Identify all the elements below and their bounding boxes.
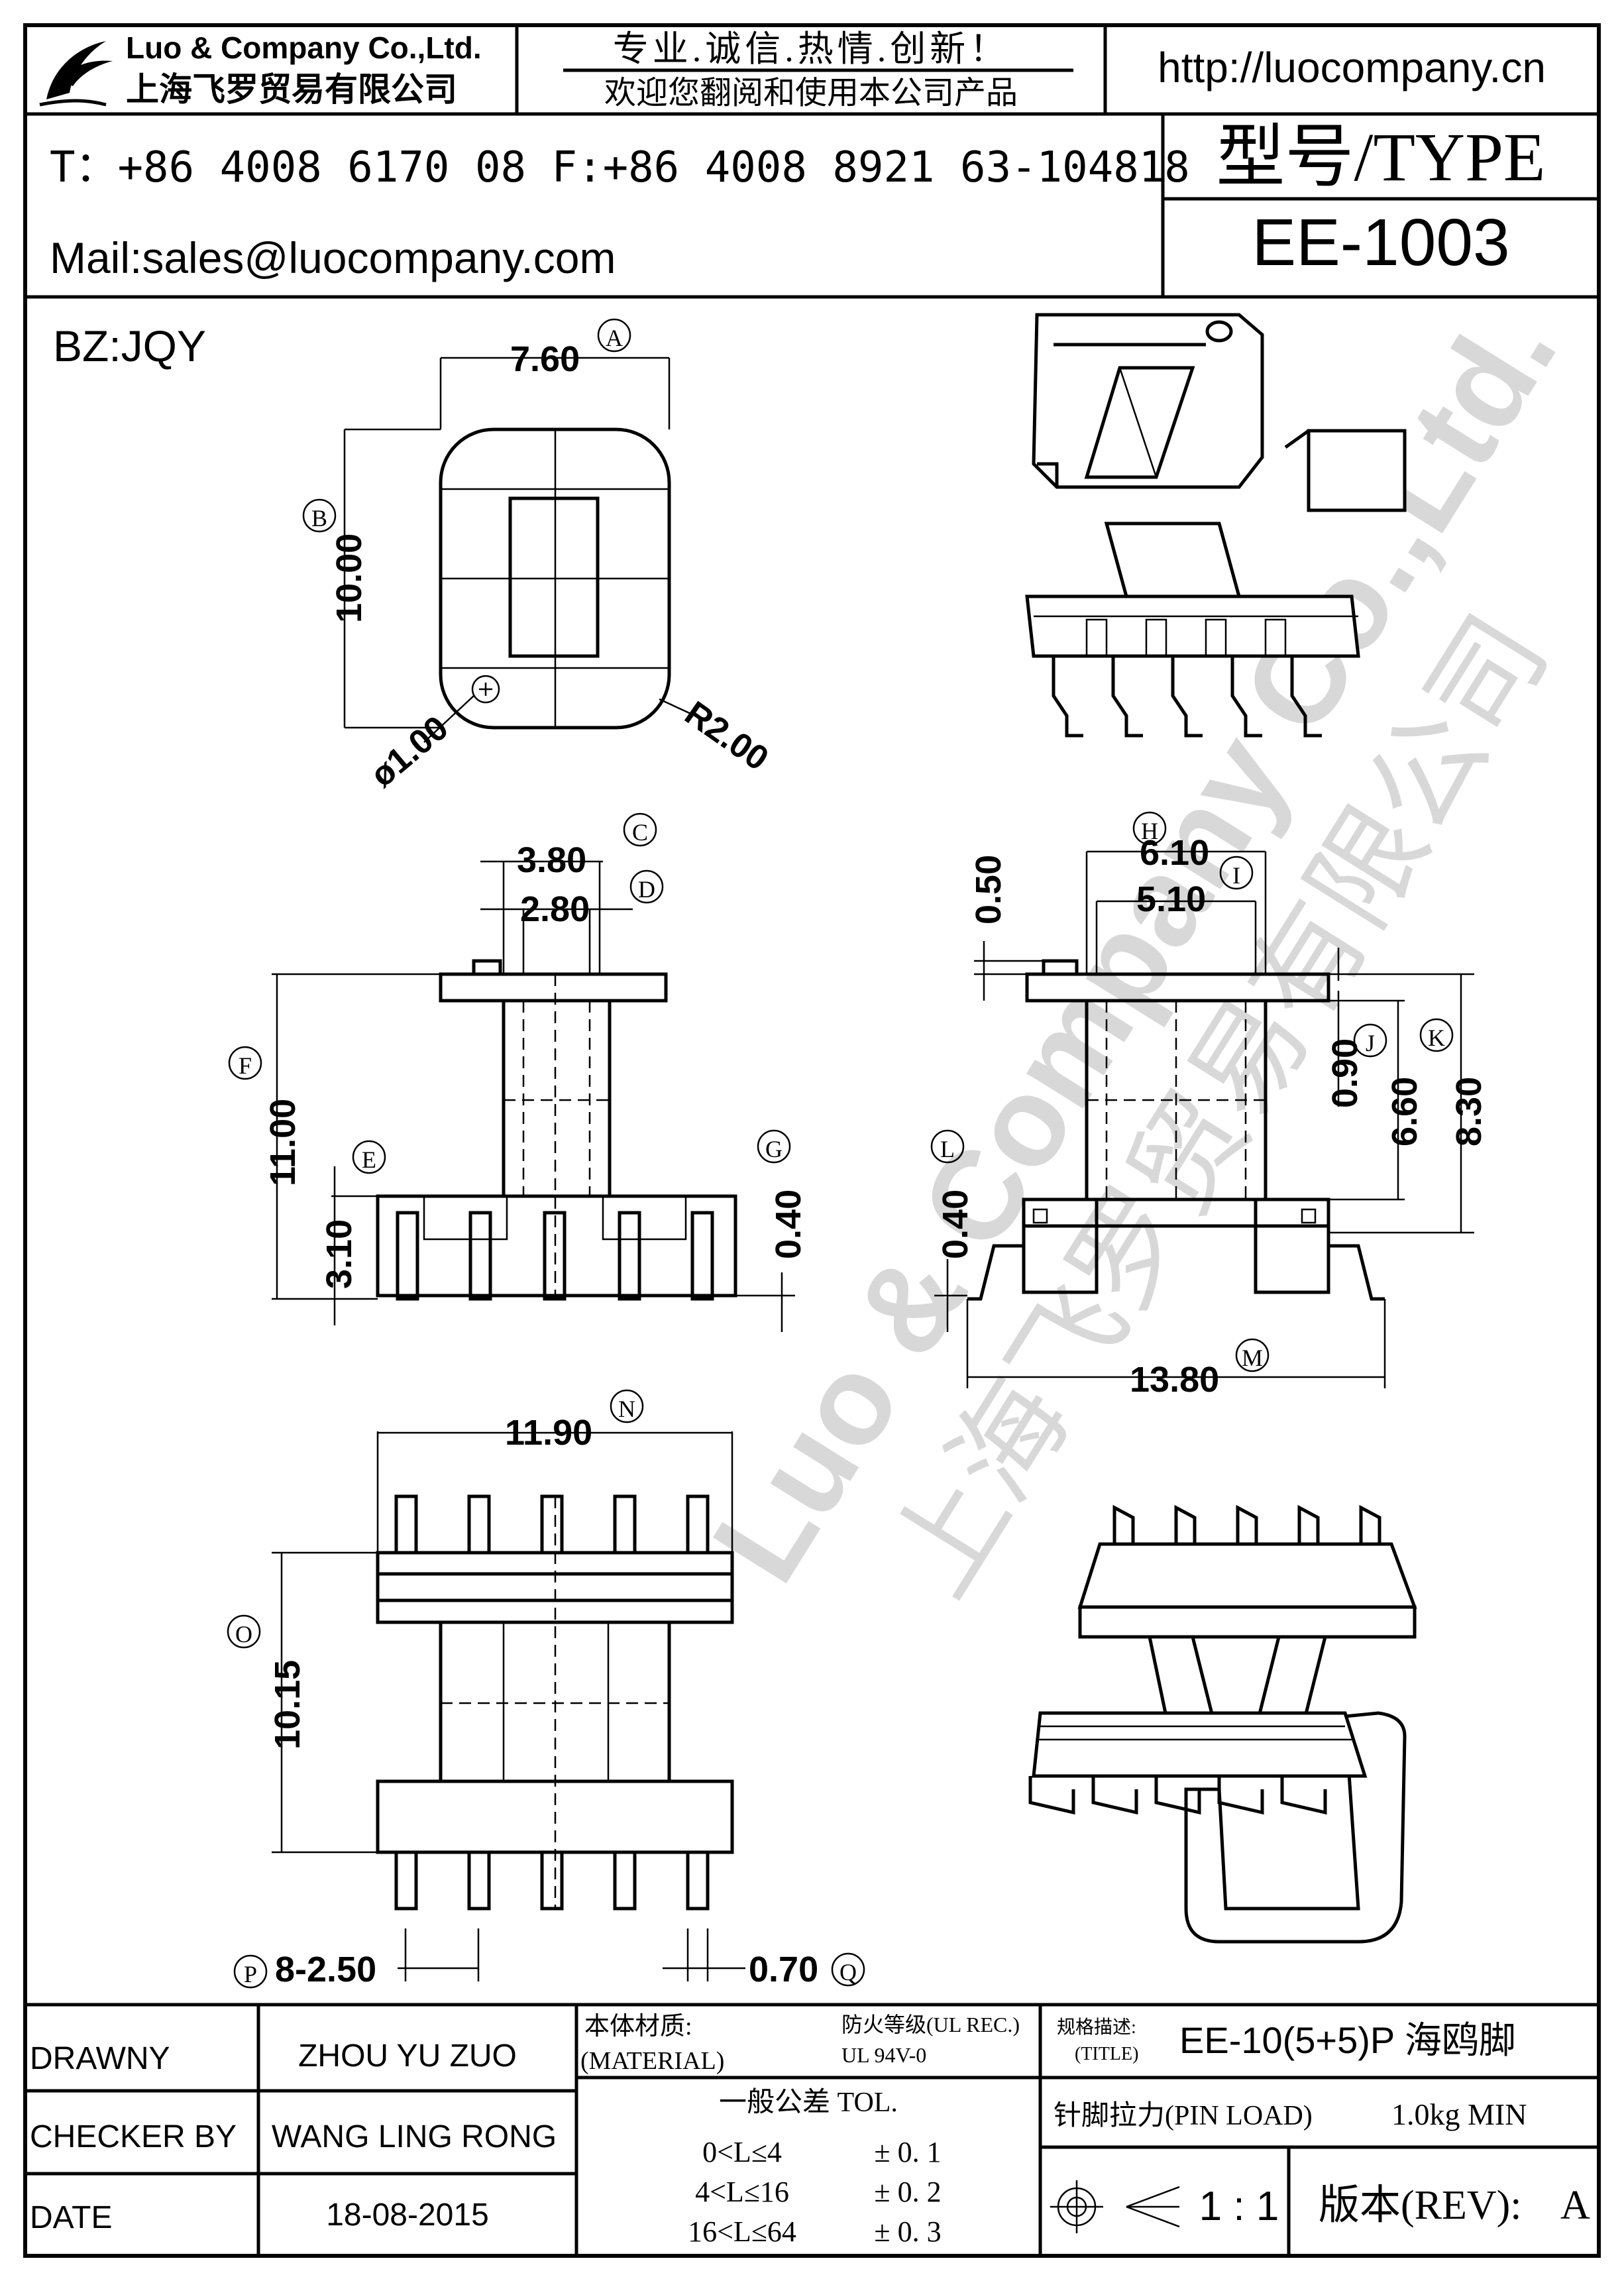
title-value: EE-10(5+5)P 海鸥脚 (1179, 2019, 1516, 2061)
title-block (25, 2003, 1599, 2256)
dim-m-value: 13.80 (1130, 1360, 1219, 1400)
dim-a-value: 7.60 (510, 339, 580, 379)
iso-view-bottom (1028, 1504, 1417, 1944)
dim-phi-value: ø1.00 (363, 708, 455, 795)
watermark: Luo & Company Co.,Ltd. 上海飞罗贸易有限公司 (686, 285, 1583, 1617)
pin-load-value: 1.0kg MIN (1391, 2097, 1527, 2131)
label-p: P (244, 1961, 257, 1987)
website[interactable]: http://luocompany.cn (1158, 44, 1546, 91)
company-name-en: Luo & Company Co.,Ltd. (126, 30, 482, 65)
material-label: 本体材质: (584, 2013, 692, 2040)
tol-value-1: ± 0. 1 (874, 2136, 941, 2168)
bz-code: BZ:JQY (53, 321, 206, 370)
tol-value-2: ± 0. 2 (874, 2176, 941, 2208)
label-e: E (362, 1146, 376, 1173)
iso-view-top (1025, 313, 1407, 738)
label-f: F (239, 1052, 252, 1079)
label-j: J (1366, 1030, 1375, 1056)
outer-frame (23, 23, 1601, 2258)
fire-label: 防火等级(UL REC.) (841, 2013, 1020, 2036)
dim-k-value: 8.30 (1449, 1077, 1489, 1146)
label-m: M (1242, 1345, 1263, 1371)
dim-e-value: 3.10 (319, 1219, 359, 1289)
label-q: Q (839, 1959, 857, 1985)
dim-n-value: 11.90 (505, 1413, 592, 1453)
dim-c-value: 3.80 (517, 840, 586, 880)
dim-j-value: 0.90 (1325, 1038, 1365, 1108)
dim-p-value: 8-2.50 (275, 1950, 376, 1989)
dim-i-value: 5.10 (1136, 879, 1206, 919)
dim-q-value: 0.70 (749, 1950, 818, 1989)
projection-symbol-icon (1050, 2180, 1180, 2233)
tol-range-1: 0<L≤4 (702, 2136, 782, 2168)
checker-label: CHECKER BY (30, 2119, 237, 2154)
pin-load-label: 针脚拉力(PIN LOAD) (1054, 2100, 1313, 2131)
dim-l-value: 0.40 (936, 1190, 975, 1259)
tol-range-2: 4<L≤16 (695, 2176, 789, 2208)
label-k: K (1428, 1025, 1445, 1051)
drawn-value: ZHOU YU ZUO (298, 2038, 517, 2074)
phone-fax: T：+86 4008 6170 08 F:+86 4008 8921 63-10… (50, 143, 1190, 192)
dim-o-value: 10.15 (268, 1660, 307, 1750)
dim-six-value: 6.60 (1385, 1077, 1425, 1146)
label-a: A (606, 325, 623, 351)
scale-value: 1 : 1 (1199, 2184, 1279, 2229)
side-view: 6.10 H 5.10 I 0.50 0.90 J 6.60 8.30 K 0.… (930, 811, 1489, 1400)
bottom-view: 11.90 N 10.15 O 8-2.50 P 0.70 Q (227, 1389, 865, 1989)
slogan: 专业.诚信.热情.创新！ (613, 29, 1010, 69)
label-h: H (1141, 818, 1158, 844)
mail[interactable]: Mail:sales@luocompany.com (50, 233, 616, 282)
title-label: 规格描述: (1057, 2017, 1136, 2038)
front-view: 3.80 C 2.80 D 11.00 F 3.10 E 0.40 G (228, 812, 808, 1332)
label-d: D (638, 876, 655, 903)
label-o: O (235, 1621, 252, 1647)
drawn-label: DRAWNY (30, 2041, 170, 2076)
company-logo (39, 41, 113, 107)
label-b: B (311, 505, 327, 531)
label-g: G (765, 1136, 783, 1162)
model-number: EE-1003 (1252, 205, 1509, 280)
dim-d-value: 2.80 (520, 889, 590, 929)
tol-label: 一般公差 TOL. (719, 2087, 898, 2118)
top-view: 7.60 A 10.00 B ø1.00 R2.00 (302, 318, 775, 795)
dim-f-value: 11.00 (263, 1099, 303, 1186)
dim-g-value: 0.40 (769, 1190, 808, 1259)
dim-r-value: R2.00 (678, 694, 775, 778)
welcome-text: 欢迎您翻阅和使用本公司产品 (604, 76, 1018, 111)
company-name-cn: 上海飞罗贸易有限公司 (126, 71, 457, 108)
dim-h-value: 6.10 (1140, 833, 1209, 873)
tol-value-3: ± 0. 3 (874, 2215, 941, 2248)
dim-b-value: 10.00 (329, 533, 369, 623)
checker-value: WANG LING RONG (272, 2119, 557, 2154)
tol-range-3: 16<L≤64 (688, 2215, 796, 2248)
date-value: 18-08-2015 (326, 2198, 489, 2233)
material-en: (MATERIAL) (580, 2047, 724, 2075)
date-label: DATE (30, 2200, 112, 2235)
label-l: L (940, 1136, 955, 1162)
fire-value: UL 94V-0 (841, 2043, 926, 2067)
type-label: 型号/TYPE (1217, 119, 1546, 195)
label-i: I (1232, 862, 1240, 889)
dim-half-value: 0.50 (969, 855, 1008, 924)
label-c: C (632, 819, 648, 846)
title-en: (TITLE) (1075, 2044, 1138, 2064)
label-n: N (618, 1396, 635, 1422)
rev-label: 版本(REV): (1319, 2183, 1522, 2228)
rev-value: A (1560, 2183, 1590, 2228)
